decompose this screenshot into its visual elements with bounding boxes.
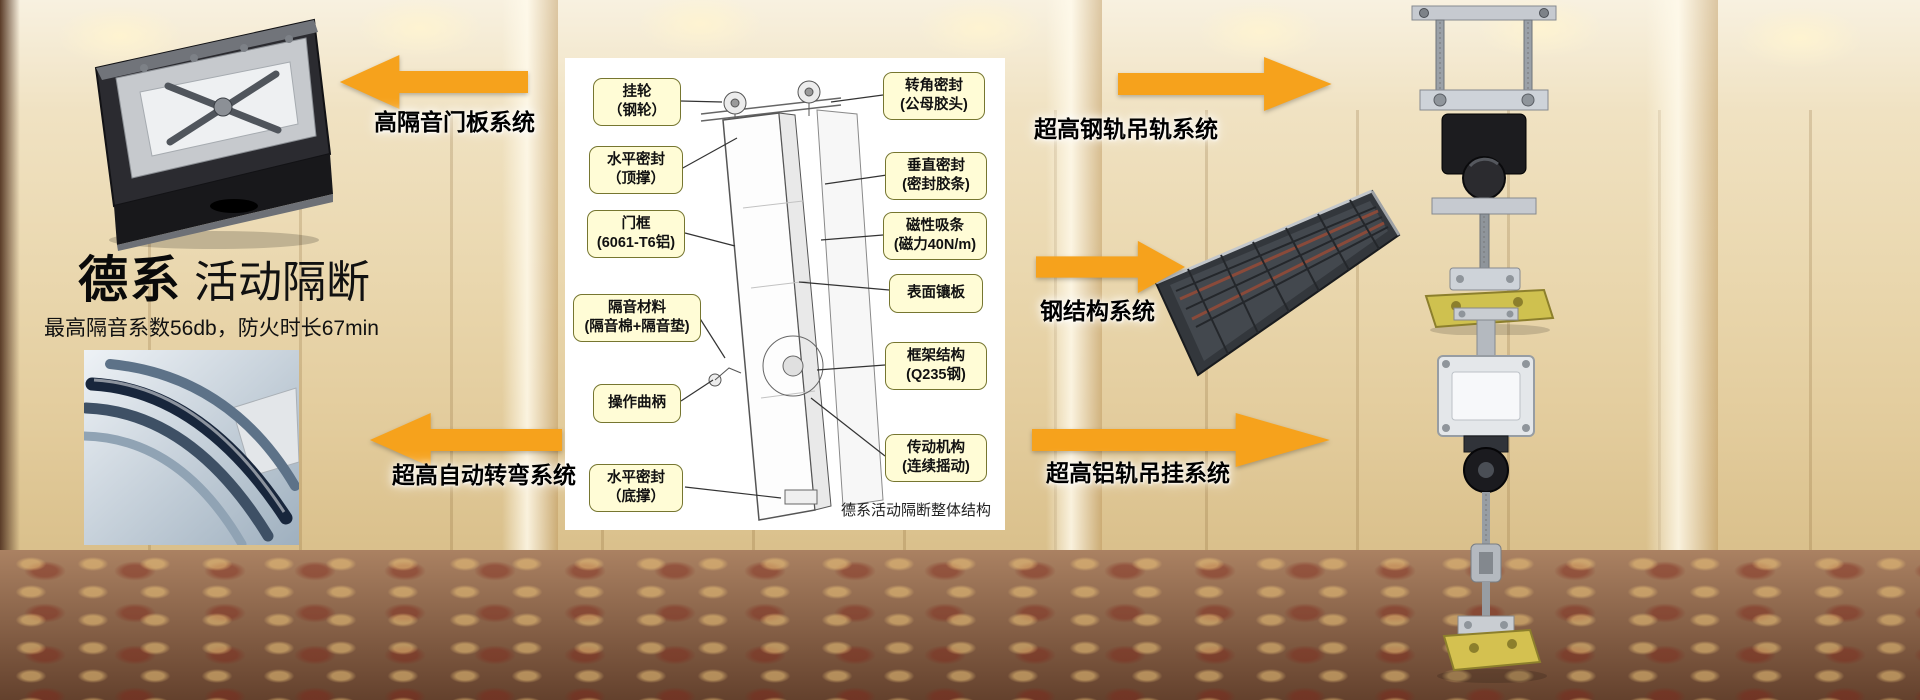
callout-line2: (Q235钢) bbox=[906, 366, 966, 383]
arrow-to-auto-turn-system bbox=[369, 413, 562, 467]
arrow-to-steel-rail-system bbox=[1118, 57, 1332, 111]
steel-rail-hanger-photo bbox=[1386, 0, 1581, 335]
callout-corner-seal: 转角密封 (公母胶头) bbox=[883, 72, 985, 120]
structure-diagram-panel: 挂轮 （钢轮） 水平密封 （顶撑） 门框 (6061-T6铝) 隔音材料 (隔音… bbox=[565, 58, 1005, 530]
callout-line2: (公母胶头) bbox=[900, 96, 968, 113]
system-label-steel-rail: 超高钢轨吊轨系统 bbox=[1034, 116, 1218, 142]
page-title: 德系活动隔断 bbox=[78, 240, 370, 312]
callout-line1: 框架结构 bbox=[907, 348, 965, 364]
aluminum-rail-hanger-photo bbox=[1396, 300, 1576, 695]
door-panel-top-mechanism-photo bbox=[84, 6, 334, 251]
callout-operating-crank: 操作曲柄 bbox=[593, 384, 681, 423]
wall-column bbox=[1646, 0, 1718, 552]
product-name: 活动隔断 bbox=[194, 258, 370, 307]
curved-track-photo bbox=[84, 350, 299, 545]
callout-line2: (隔音棉+隔音垫) bbox=[584, 318, 690, 335]
left-wall-edge bbox=[0, 0, 20, 550]
callout-line1: 转角密封 bbox=[905, 78, 963, 94]
callout-line1: 水平密封 bbox=[607, 152, 665, 168]
callout-line2: (6061-T6铝) bbox=[596, 234, 676, 251]
callout-sound-insulation-material: 隔音材料 (隔音棉+隔音垫) bbox=[573, 294, 701, 342]
callout-horizontal-seal-top: 水平密封 （顶撑） bbox=[589, 146, 683, 194]
callout-line1: 传动机构 bbox=[907, 440, 965, 456]
system-label-steel-structure: 钢结构系统 bbox=[1040, 298, 1155, 324]
callout-line1: 垂直密封 bbox=[907, 158, 965, 174]
system-label-door-panel: 高隔音门板系统 bbox=[374, 109, 535, 135]
system-label-auto-turn: 超高自动转弯系统 bbox=[392, 462, 576, 488]
callout-line1: 表面镶板 bbox=[907, 285, 965, 301]
callout-line1: 隔音材料 bbox=[608, 300, 666, 316]
arrow-to-aluminum-rail-system bbox=[1032, 413, 1330, 467]
callout-line2: (连续摇动) bbox=[902, 458, 970, 475]
callout-line2: （底撑） bbox=[607, 488, 665, 505]
callout-line2: （钢轮） bbox=[608, 102, 666, 119]
callout-line2: (磁力40N/m) bbox=[893, 236, 977, 253]
callout-line1: 挂轮 bbox=[622, 84, 652, 100]
callout-surface-panel: 表面镶板 bbox=[889, 274, 983, 313]
carpet-floor bbox=[0, 550, 1920, 700]
brand-name: 德系 bbox=[78, 252, 182, 308]
page-subtitle: 最高隔音系数56db，防火时长67min bbox=[44, 317, 379, 340]
arrow-to-door-panel-system bbox=[339, 55, 528, 109]
callout-line2: （顶撑） bbox=[607, 170, 665, 187]
system-label-aluminum-rail: 超高铝轨吊挂系统 bbox=[1046, 460, 1230, 486]
callout-frame-structure: 框架结构 (Q235钢) bbox=[885, 342, 987, 390]
callout-line1: 操作曲柄 bbox=[608, 395, 666, 411]
callout-line2: (密封胶条) bbox=[902, 176, 970, 193]
arrow-to-steel-structure-system bbox=[1036, 240, 1185, 294]
callout-horizontal-seal-bottom: 水平密封 （底撑） bbox=[589, 464, 683, 512]
callout-door-frame: 门框 (6061-T6铝) bbox=[587, 210, 685, 258]
callout-magnetic-strip: 磁性吸条 (磁力40N/m) bbox=[883, 212, 987, 260]
steel-structure-photo bbox=[1152, 183, 1402, 378]
callout-hanging-wheel: 挂轮 （钢轮） bbox=[593, 78, 681, 126]
callout-vertical-seal: 垂直密封 (密封胶条) bbox=[885, 152, 987, 200]
callout-transmission-mechanism: 传动机构 (连续摇动) bbox=[885, 434, 987, 482]
callout-line1: 门框 bbox=[621, 216, 651, 232]
diagram-caption: 德系活动隔断整体结构 bbox=[840, 502, 991, 519]
partition-line-drawing bbox=[680, 80, 890, 521]
callout-line1: 水平密封 bbox=[607, 470, 665, 486]
callout-line1: 磁性吸条 bbox=[906, 218, 964, 234]
